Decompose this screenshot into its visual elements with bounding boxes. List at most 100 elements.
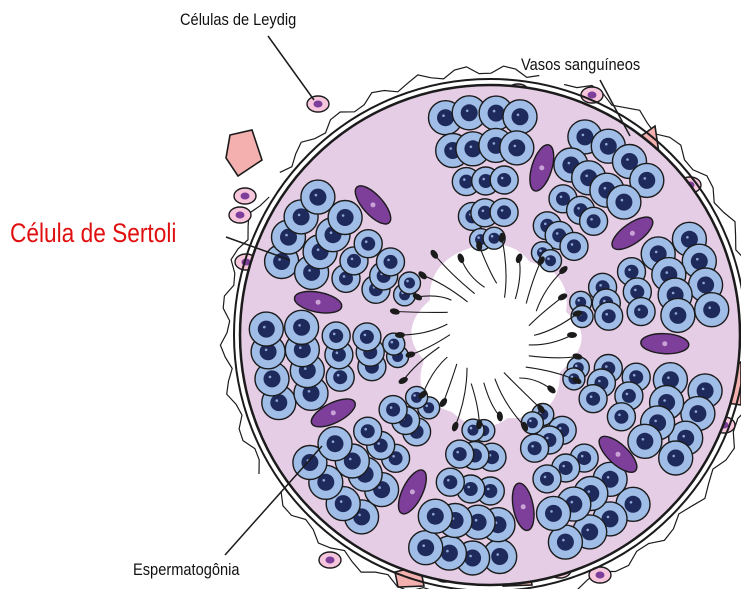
chromatin-dot-icon (568, 162, 571, 165)
germ-cell-nucleus-icon (634, 305, 648, 319)
chromatin-dot-icon (342, 214, 345, 217)
chromatin-dot-icon (686, 236, 689, 239)
germ-cell-nucleus-icon (258, 321, 275, 338)
chromatin-dot-icon (546, 437, 549, 440)
germ-cell-nucleus-icon (386, 403, 400, 417)
leydig-nucleus-icon (314, 101, 323, 108)
germ-cell-nucleus-icon (567, 239, 581, 253)
germ-cell-nucleus-icon (667, 450, 684, 467)
germ-cell-nucleus-icon (388, 339, 399, 350)
germ-cell-nucleus-icon (630, 285, 644, 299)
chromatin-dot-icon (285, 234, 288, 237)
germ-cell-nucleus-icon (557, 534, 574, 551)
germ-cell-nucleus-icon (587, 214, 601, 228)
label-spermatogonia: Espermatogônia (133, 560, 239, 580)
chromatin-dot-icon (642, 438, 645, 441)
germ-cell-nucleus-icon (622, 389, 636, 403)
chromatin-dot-icon (607, 516, 610, 519)
chromatin-dot-icon (539, 249, 542, 252)
germ-cell-nucleus-icon (527, 417, 538, 428)
chromatin-dot-icon (702, 388, 705, 391)
germ-cell-nucleus-icon (689, 405, 706, 422)
germ-cell-nucleus-icon (293, 319, 310, 336)
chromatin-dot-icon (577, 299, 580, 302)
chromatin-dot-icon (308, 269, 311, 272)
germ-cell-nucleus-icon (491, 548, 508, 565)
leydig-nucleus-icon (588, 92, 597, 99)
germ-cell-nucleus-icon (508, 139, 525, 156)
chromatin-dot-icon (582, 134, 585, 137)
germ-cell-nucleus-icon (576, 128, 593, 145)
chromatin-dot-icon (315, 194, 318, 197)
germ-cell-nucleus-icon (669, 307, 686, 324)
chromatin-dot-icon (529, 420, 532, 423)
germ-cell-nucleus-icon (461, 104, 478, 121)
chromatin-dot-icon (406, 280, 409, 283)
chromatin-dot-icon (672, 292, 675, 295)
chromatin-dot-icon (607, 476, 610, 479)
pointer-leydig (268, 36, 314, 100)
chromatin-dot-icon (663, 399, 666, 402)
germ-cell-nucleus-icon (270, 394, 287, 411)
chromatin-dot-icon (332, 440, 335, 443)
chromatin-dot-icon (432, 513, 435, 516)
chromatin-dot-icon (598, 380, 601, 383)
chromatin-dot-icon (387, 259, 390, 262)
sertoli-nucleolus-icon (410, 489, 415, 494)
sertoli-nucleolus-icon (662, 341, 667, 346)
chromatin-dot-icon (547, 257, 550, 260)
germ-cell-nucleus-icon (586, 392, 600, 406)
chromatin-dot-icon (330, 231, 333, 234)
chromatin-dot-icon (708, 306, 711, 309)
chromatin-dot-icon (317, 248, 320, 251)
germ-cell-nucleus-icon (309, 189, 326, 206)
germ-cell-nucleus-icon (327, 435, 344, 452)
germ-cell-nucleus-icon (488, 105, 505, 122)
blood-vessel-icon (226, 130, 262, 176)
chromatin-dot-icon (442, 114, 445, 117)
chromatin-dot-icon (456, 451, 459, 454)
germ-cell-nucleus-icon (545, 255, 556, 266)
sertoli-nucleolus-icon (539, 165, 544, 170)
chromatin-dot-icon (463, 178, 466, 181)
chromatin-dot-icon (605, 313, 608, 316)
chromatin-dot-icon (364, 428, 367, 431)
germ-cell-nucleus-icon (335, 495, 352, 512)
germ-cell-nucleus-icon (581, 523, 598, 540)
chromatin-dot-icon (392, 455, 395, 458)
chromatin-dot-icon (666, 271, 669, 274)
chromatin-dot-icon (655, 251, 658, 254)
germ-cell-nucleus-icon (464, 482, 478, 496)
chromatin-dot-icon (491, 235, 494, 238)
label-leydig-cells: Células de Leydig (180, 10, 296, 30)
chromatin-dot-icon (618, 414, 621, 417)
germ-cell-nucleus-icon (691, 253, 708, 270)
chromatin-dot-icon (337, 374, 340, 377)
chromatin-dot-icon (482, 178, 485, 181)
chromatin-dot-icon (682, 435, 685, 438)
chromatin-dot-icon (531, 445, 534, 448)
chromatin-dot-icon (299, 346, 302, 349)
germ-cell-nucleus-icon (559, 461, 573, 475)
germ-cell-nucleus-icon (614, 410, 628, 424)
germ-cell-nucleus-icon (441, 545, 458, 562)
chromatin-dot-icon (377, 442, 380, 445)
chromatin-dot-icon (590, 395, 593, 398)
chromatin-dot-icon (265, 349, 268, 352)
chromatin-dot-icon (605, 143, 608, 146)
sertoli-nucleolus-icon (521, 504, 526, 509)
germ-cell-nucleus-icon (497, 173, 511, 187)
chromatin-dot-icon (477, 236, 480, 239)
chromatin-dot-icon (630, 501, 633, 504)
chromatin-dot-icon (493, 110, 496, 113)
chromatin-dot-icon (605, 365, 608, 368)
germ-cell-nucleus-icon (528, 441, 542, 455)
chromatin-dot-icon (425, 405, 428, 408)
sperm-head-icon (567, 332, 577, 338)
chromatin-dot-icon (544, 476, 547, 479)
chromatin-dot-icon (633, 374, 636, 377)
germ-cell-nucleus-icon (264, 370, 281, 387)
chromatin-dot-icon (621, 199, 624, 202)
chromatin-dot-icon (675, 312, 678, 315)
